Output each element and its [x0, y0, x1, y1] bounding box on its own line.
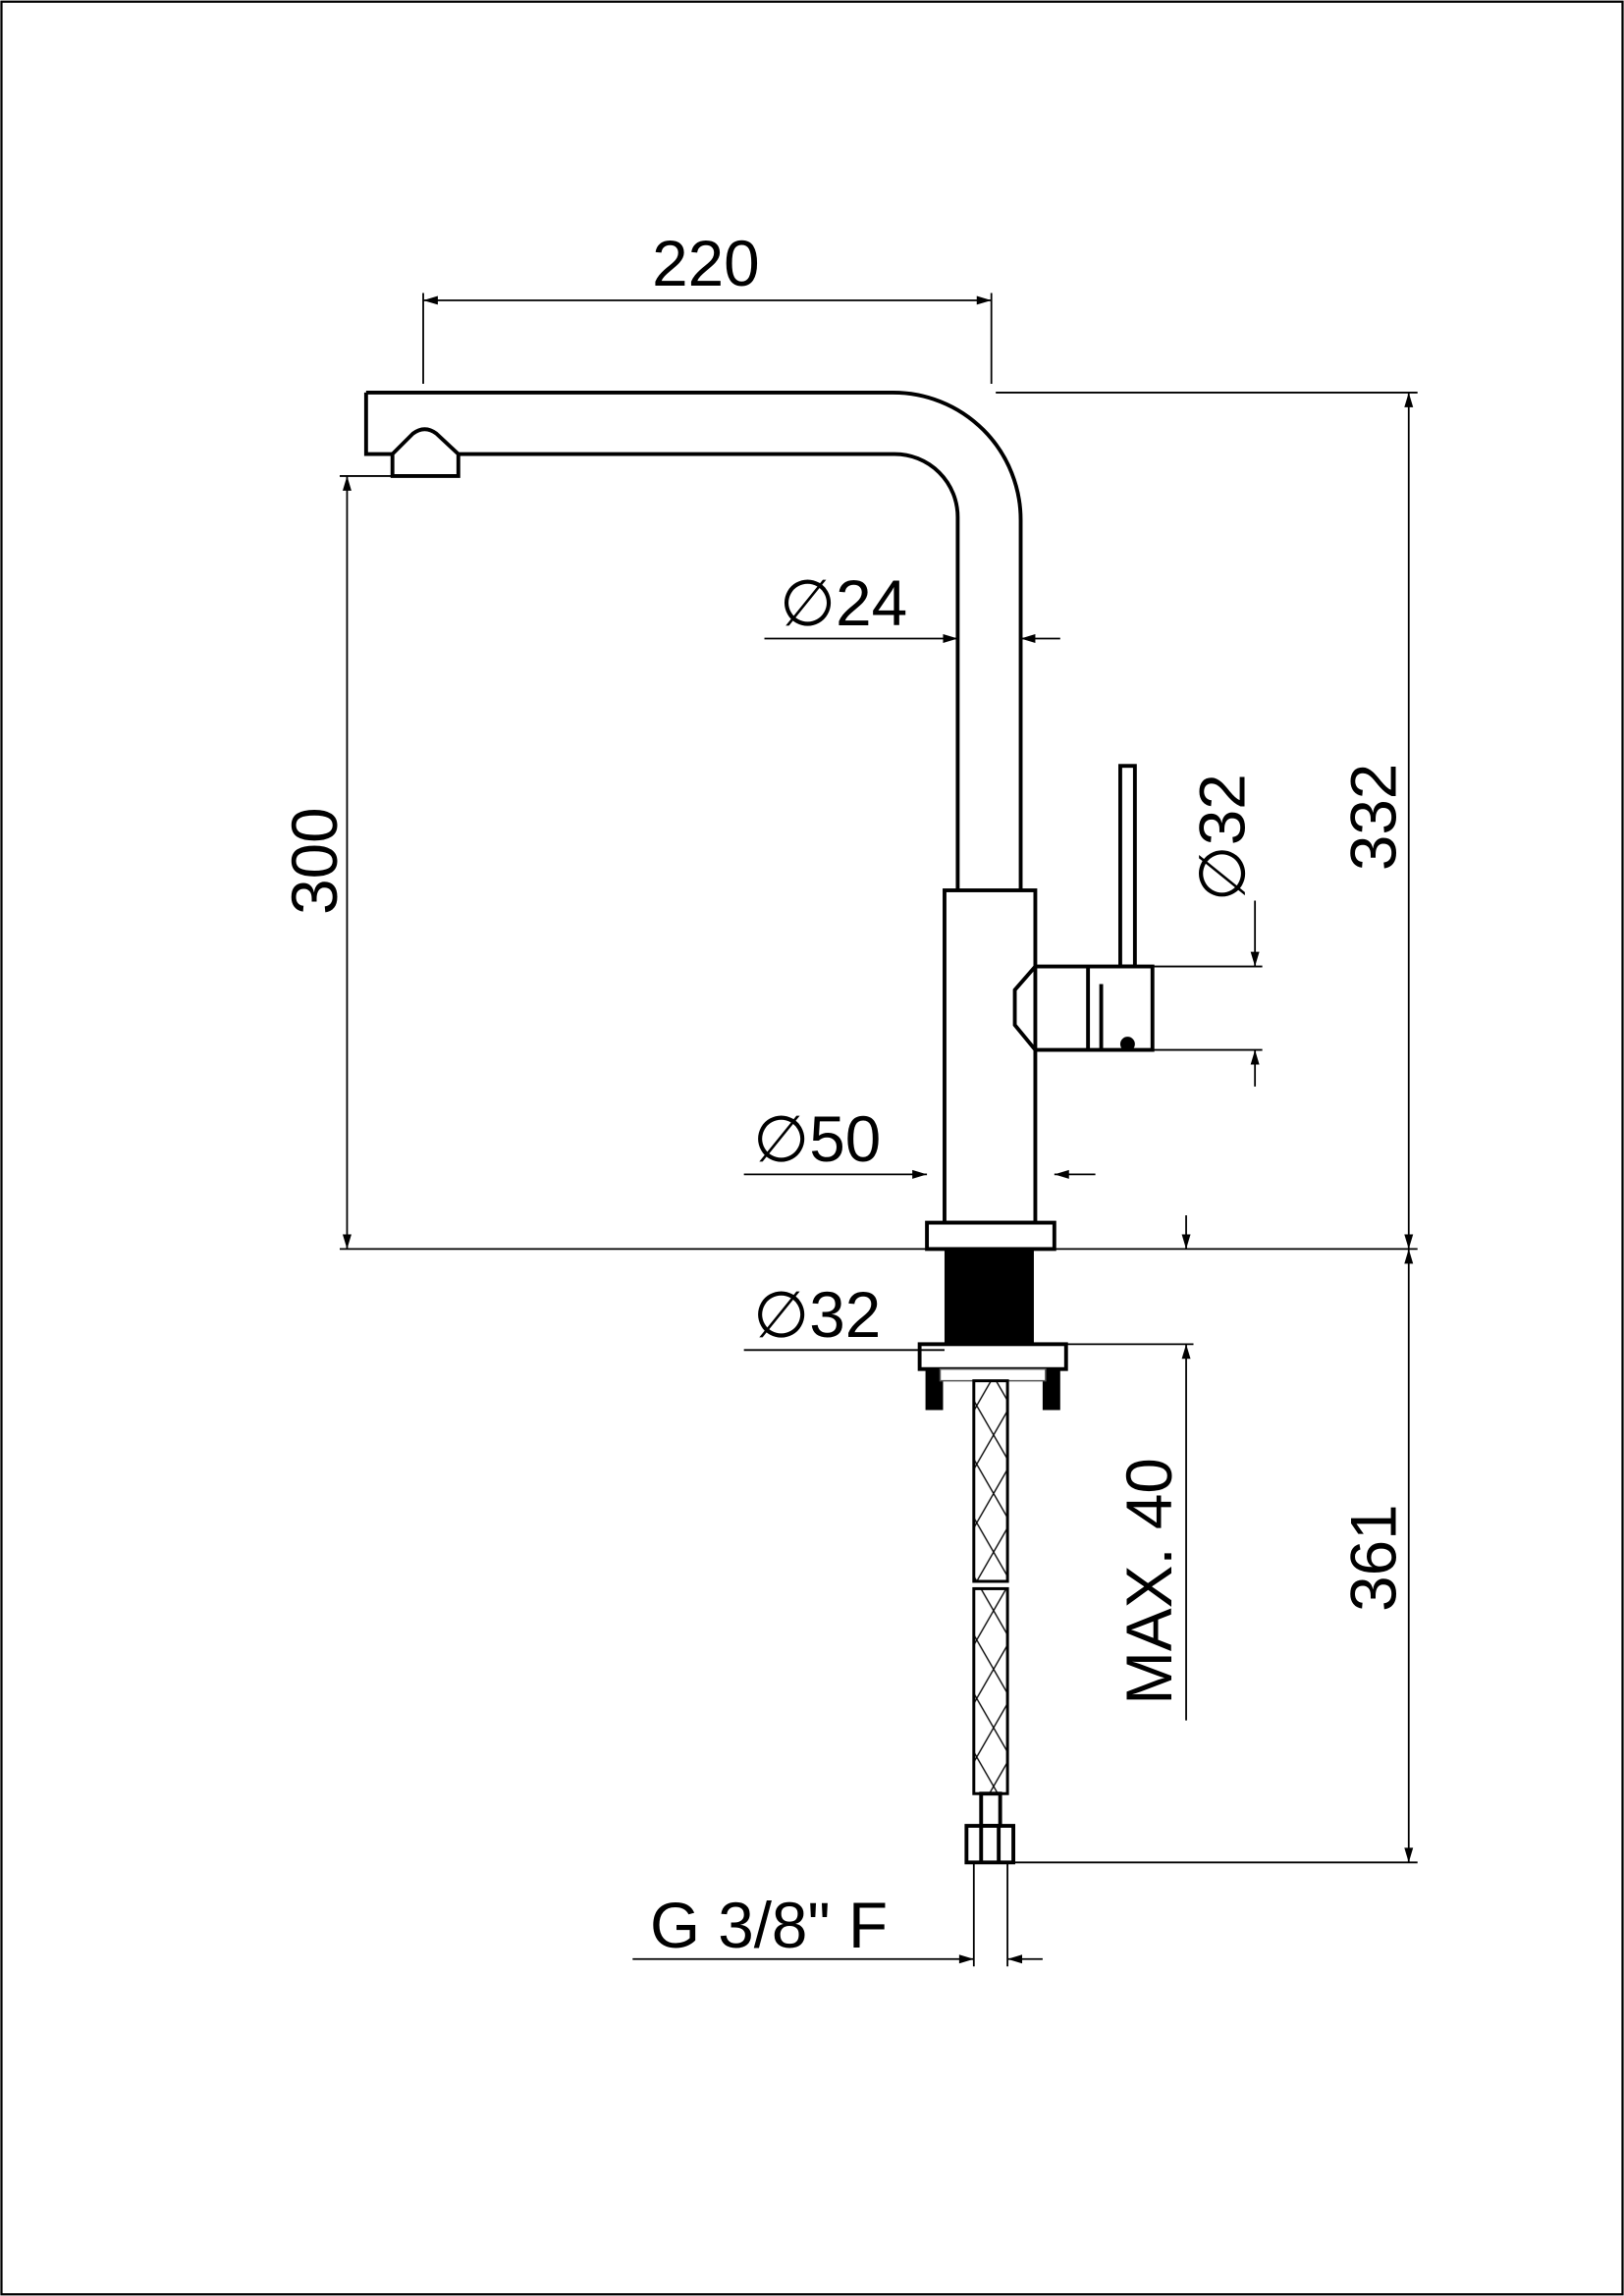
body — [943, 888, 1038, 1225]
dimension-lines — [340, 293, 1418, 1967]
dim-total-height: 332 — [1337, 764, 1409, 871]
shank — [944, 1249, 1034, 1345]
spout — [363, 390, 1023, 891]
dim-hose-length: 361 — [1337, 1504, 1409, 1611]
dim-max-deck-thickness: MAX. 40 — [1113, 1458, 1185, 1705]
dim-connection-thread: G 3/8" F — [650, 1890, 888, 1961]
lever — [1118, 764, 1137, 969]
handle-detail — [1086, 966, 1104, 1050]
dim-body-diameter: ∅50 — [753, 1103, 881, 1175]
mounting-plate — [917, 1342, 1068, 1371]
mounting-stud-right — [1042, 1368, 1060, 1411]
handle-screw — [1119, 1037, 1135, 1052]
dim-spout-height: 300 — [279, 807, 351, 914]
dim-spout-diameter: ∅24 — [780, 567, 907, 639]
hex-nut — [964, 1824, 1016, 1865]
hose-upper — [972, 1379, 1009, 1583]
hose-lower — [972, 1586, 1009, 1795]
collar — [925, 1220, 1056, 1252]
hose-ferrule — [979, 1791, 1002, 1828]
dim-handle-diameter: ∅32 — [1187, 774, 1259, 901]
faucet-outline — [363, 390, 1155, 1865]
mounting-stud-left — [925, 1368, 944, 1411]
washer — [939, 1367, 1047, 1382]
dim-shank-diameter: ∅32 — [753, 1279, 881, 1351]
aerator — [390, 427, 460, 478]
dim-spout-reach: 220 — [652, 228, 759, 299]
